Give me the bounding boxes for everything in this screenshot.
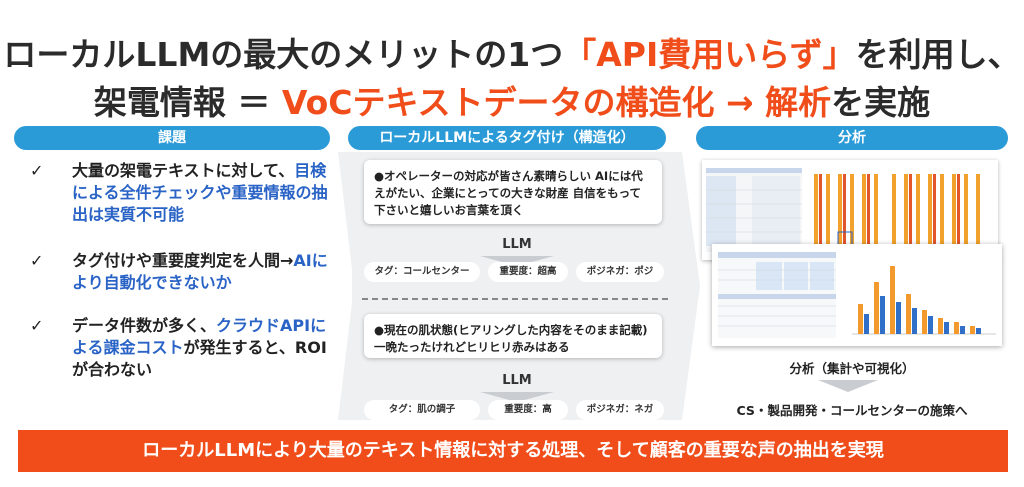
issue-text-emphasis: クラウドAPIによる課金コスト (72, 316, 327, 357)
issue-text: タグ付けや重要度判定を人間→AIにより自動化できないか (72, 250, 342, 294)
analysis-header: 分析 (696, 126, 1008, 150)
voc-comment-card: ●オペレーターの対応が皆さん素晴らしい AIには代えがたい、企業にとっての大きな… (364, 160, 662, 224)
voc-comment-card: ●現在の肌状態(ヒアリングした内容をそのまま記載) 一晩たったけれどヒリヒリ赤み… (364, 314, 662, 358)
divider (362, 298, 668, 300)
headline-line-2-highlight: VoCテキストデータの構造化 → 解析 (281, 83, 832, 122)
issue-item: ✓ 大量の架電テキストに対して、目検による全件チェックや重要情報の抽出は実質不可… (30, 160, 330, 230)
chevron-down-icon (480, 392, 554, 402)
headline-line-2-pre: 架電情報 ＝ (93, 83, 282, 122)
headline-line-1: ローカルLLMの最大のメリットの1つ「API費用いらず」を利用し、 (0, 28, 1024, 76)
issue-text-tail: が発生すると、ROIが合わない (72, 338, 327, 379)
chevron-down-icon (480, 256, 554, 266)
check-icon: ✓ (30, 251, 44, 270)
issue-text: データ件数が多く、クラウドAPIによる課金コストが発生すると、ROIが合わない (72, 315, 342, 381)
check-icon: ✓ (30, 161, 44, 180)
issue-text-emphasis: AIにより自動化できないか (72, 251, 328, 292)
tag-sentiment: ポジネガ：ポジ (576, 262, 664, 282)
llm-label: LLM (502, 237, 532, 252)
check-icon: ✓ (30, 316, 44, 335)
issue-text-plain: 大量の架電テキストに対して、 (72, 161, 295, 180)
measures-caption: CS・製品開発・コールセンターの施策へ (736, 403, 968, 418)
headline-line-1-post: を利用し、 (855, 35, 1021, 74)
headline-line-1-highlight: 「API費用いらず」 (563, 35, 856, 74)
tag-category: タグ：肌の調子 (364, 400, 480, 420)
tagging-header: ローカルLLMによるタグ付け（構造化） (348, 126, 666, 150)
tag-category: タグ：コールセンター (364, 262, 480, 282)
llm-label: LLM (502, 373, 532, 388)
headline-line-1-pre: ローカルLLMの最大のメリットの1つ (3, 35, 564, 74)
analysis-screenshot-table-chart (712, 244, 1002, 346)
spreadsheet-thumbnail-image (702, 160, 998, 260)
chart-thumbnail-image (712, 244, 1002, 346)
analysis-caption: 分析（集計や可視化） (789, 361, 915, 376)
headline-line-2: 架電情報 ＝ VoCテキストデータの構造化 → 解析を実施 (0, 76, 1024, 124)
flow-arrow-shape (672, 152, 700, 420)
issues-header: 課題 (14, 126, 330, 150)
analysis-screenshot-bars (702, 160, 998, 260)
tag-importance: 重要度：高 (488, 400, 568, 420)
headline-line-2-post: を実施 (831, 83, 931, 122)
tag-importance: 重要度：超高 (488, 262, 568, 282)
conclusion-banner: ローカルLLMにより大量のテキスト情報に対する処理、そして顧客の重要な声の抽出を… (18, 430, 1008, 472)
tag-sentiment: ポジネガ：ネガ (576, 400, 664, 420)
issue-text: 大量の架電テキストに対して、目検による全件チェックや重要情報の抽出は実質不可能 (72, 160, 342, 226)
issue-item: ✓ データ件数が多く、クラウドAPIによる課金コストが発生すると、ROIが合わな… (30, 315, 330, 385)
chevron-down-icon (818, 380, 878, 392)
issue-text-emphasis: 目検による全件チェックや重要情報の抽出は実質不可能 (72, 161, 328, 224)
issue-text-plain: データ件数が多く、 (72, 316, 217, 335)
issue-item: ✓ タグ付けや重要度判定を人間→AIにより自動化できないか (30, 250, 330, 298)
issue-text-plain: タグ付けや重要度判定を人間→ (72, 251, 294, 270)
